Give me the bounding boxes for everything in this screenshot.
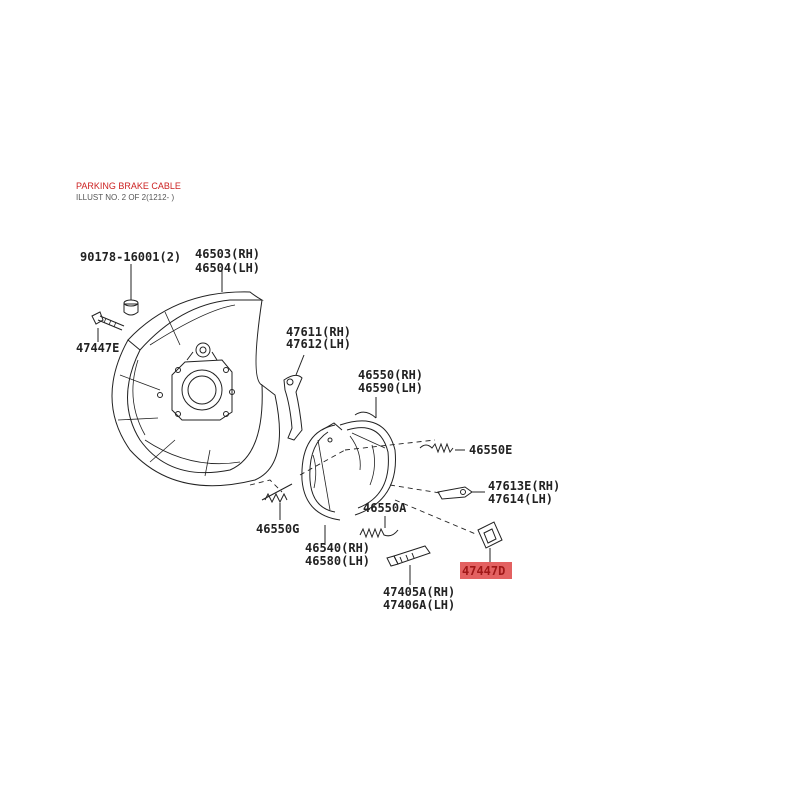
label-47611[interactable]: 47611(RH): [286, 325, 351, 339]
spring-part: [261, 483, 293, 520]
diagram-title: PARKING BRAKE CABLE: [76, 181, 181, 191]
label-47614[interactable]: 47614(LH): [488, 492, 553, 506]
dashed-leaders: [249, 439, 479, 536]
label-46550g[interactable]: 46550G: [256, 522, 299, 536]
label-90178-16001[interactable]: 90178-16001(2): [80, 250, 181, 264]
label-47405a[interactable]: 47405A(RH): [383, 585, 455, 599]
label-47447e[interactable]: 47447E: [76, 341, 119, 355]
label-46504[interactable]: 46504(LH): [195, 261, 260, 275]
plug-part: [123, 264, 139, 316]
label-46590[interactable]: 46590(LH): [358, 381, 423, 395]
label-46540[interactable]: 46540(RH): [305, 541, 370, 555]
backing-plate: [111, 270, 280, 487]
strut-part: [283, 354, 305, 441]
spring-part: [359, 516, 399, 539]
label-46550a[interactable]: 46550A: [363, 501, 407, 515]
label-47447d[interactable]: 47447D: [462, 564, 505, 578]
label-46550e[interactable]: 46550E: [469, 443, 512, 457]
adjuster-part: [386, 545, 431, 585]
brake-shoe-part: [301, 422, 343, 545]
label-46503[interactable]: 46503(RH): [195, 247, 260, 261]
bolt-part: [91, 311, 125, 342]
label-46580[interactable]: 46580(LH): [305, 554, 370, 568]
label-47612[interactable]: 47612(LH): [286, 337, 351, 351]
label-47613e[interactable]: 47613E(RH): [488, 479, 560, 493]
label-46550[interactable]: 46550(RH): [358, 368, 423, 382]
brake-shoe-part: [339, 397, 396, 516]
clip-part: [477, 521, 503, 562]
label-47406a[interactable]: 47406A(LH): [383, 598, 455, 612]
lever-part: [437, 486, 485, 500]
illustration-number: ILLUST NO. 2 OF 2(1212- ): [76, 193, 175, 202]
highlight-box: [460, 562, 512, 579]
spring-part: [419, 442, 465, 454]
